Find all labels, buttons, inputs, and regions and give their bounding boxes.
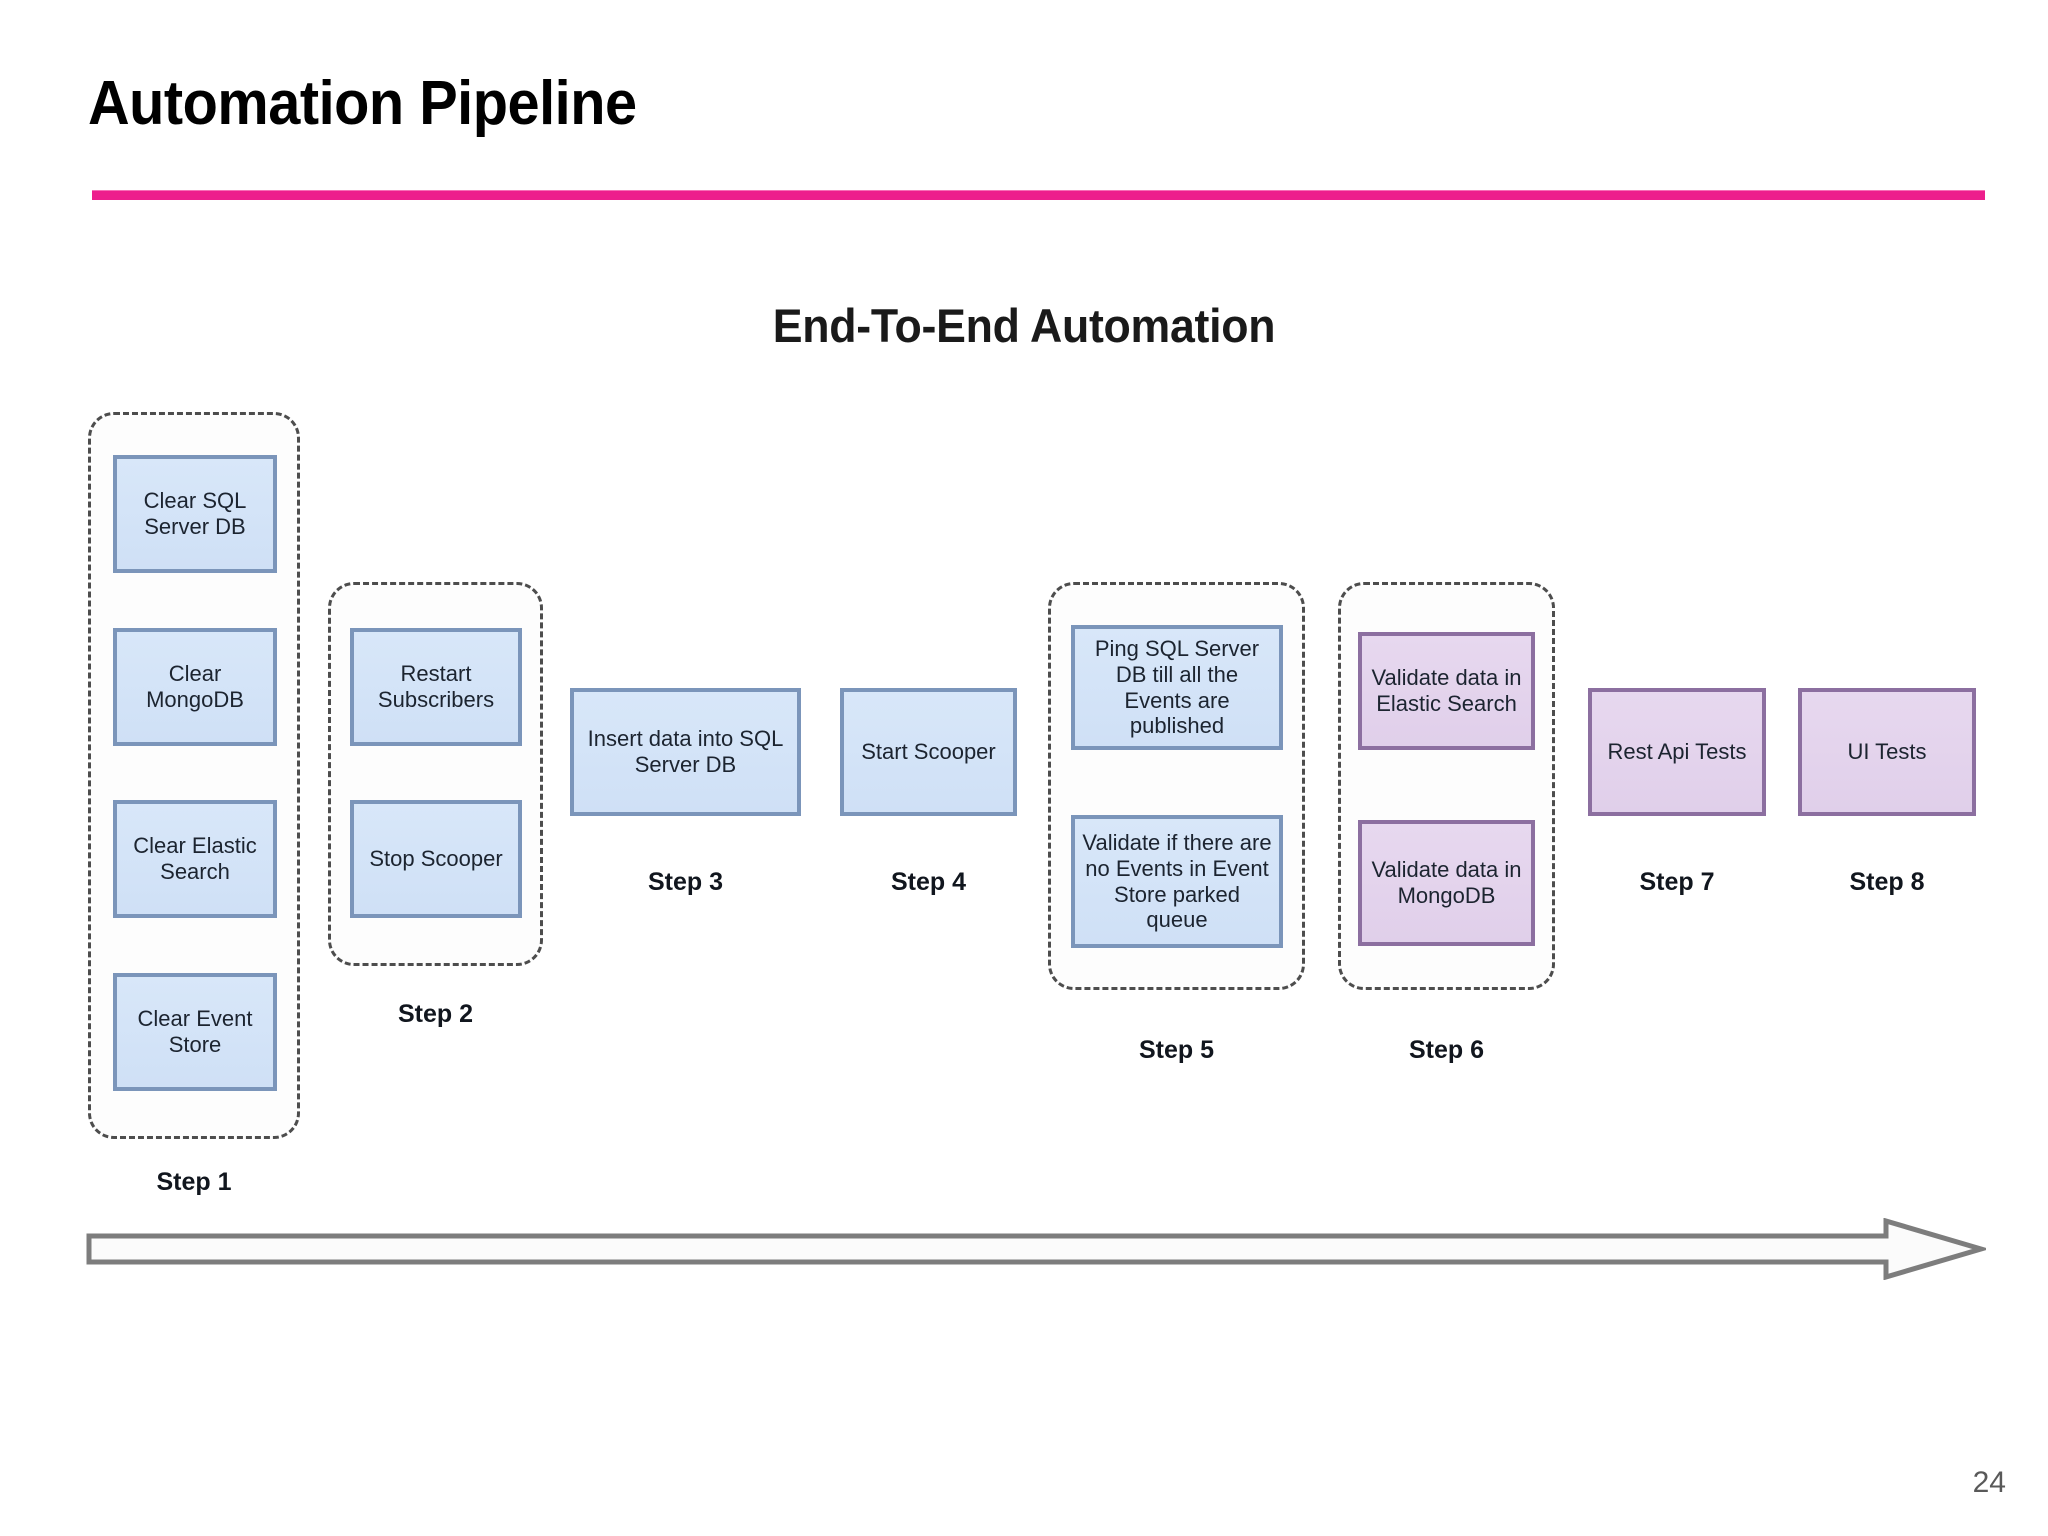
node-validate-data-in-elastic-search[interactable]: Validate data in Elastic Search (1358, 632, 1535, 750)
node-label: Clear MongoDB (146, 661, 244, 712)
node-label: Restart Subscribers (377, 661, 495, 712)
node-clear-mongodb[interactable]: Clear MongoDB (113, 628, 277, 746)
step-label-1: Step 1 (156, 1168, 232, 1196)
node-rest-api-tests[interactable]: Rest Api Tests (1588, 688, 1766, 816)
step-label-6: Step 6 (1408, 1036, 1485, 1064)
node-label: Stop Scooper (369, 846, 503, 872)
node-label: Rest Api Tests (1607, 739, 1747, 765)
page-title: Automation Pipeline (88, 69, 637, 138)
slide-page-number: 24 (1972, 1466, 2006, 1499)
node-stop-scooper[interactable]: Stop Scooper (350, 800, 522, 918)
node-label: Clear Event Store (137, 1006, 253, 1057)
node-restart-subscribers[interactable]: Restart Subscribers (350, 628, 522, 746)
step-label-5: Step 5 (1138, 1036, 1215, 1064)
step-label-3: Step 3 (647, 868, 724, 896)
node-label: Clear Elastic Search (133, 833, 257, 884)
step-label-4: Step 4 (890, 868, 967, 896)
node-label: Insert data into SQL Server DB (587, 726, 784, 777)
node-ping-sql-server-db[interactable]: Ping SQL Server DB till all the Events a… (1071, 625, 1283, 750)
step-label-8: Step 8 (1849, 868, 1925, 896)
time-flow-arrow-icon (86, 1218, 1986, 1280)
node-start-scooper[interactable]: Start Scooper (840, 688, 1017, 816)
step-label-2: Step 2 (397, 1000, 474, 1028)
step-label-7: Step 7 (1639, 868, 1715, 896)
node-label: Validate data in MongoDB (1371, 857, 1522, 908)
node-validate-no-events-parked-queue[interactable]: Validate if there are no Events in Event… (1071, 815, 1283, 948)
node-label: Start Scooper (861, 739, 996, 765)
node-clear-sql-server-db[interactable]: Clear SQL Server DB (113, 455, 277, 573)
node-validate-data-in-mongodb[interactable]: Validate data in MongoDB (1358, 820, 1535, 946)
title-underline-rule (92, 190, 1985, 200)
diagram-heading: End-To-End Automation (772, 299, 1276, 352)
node-label: Validate if there are no Events in Event… (1082, 829, 1272, 933)
node-label: Ping SQL Server DB till all the Events a… (1094, 635, 1260, 739)
node-label: Validate data in Elastic Search (1371, 665, 1522, 716)
node-label: Clear SQL Server DB (143, 488, 247, 539)
node-ui-tests[interactable]: UI Tests (1798, 688, 1976, 816)
node-clear-event-store[interactable]: Clear Event Store (113, 973, 277, 1091)
node-insert-data-into-sql-server-db[interactable]: Insert data into SQL Server DB (570, 688, 801, 816)
node-label: UI Tests (1847, 739, 1927, 765)
node-clear-elastic-search[interactable]: Clear Elastic Search (113, 800, 277, 918)
